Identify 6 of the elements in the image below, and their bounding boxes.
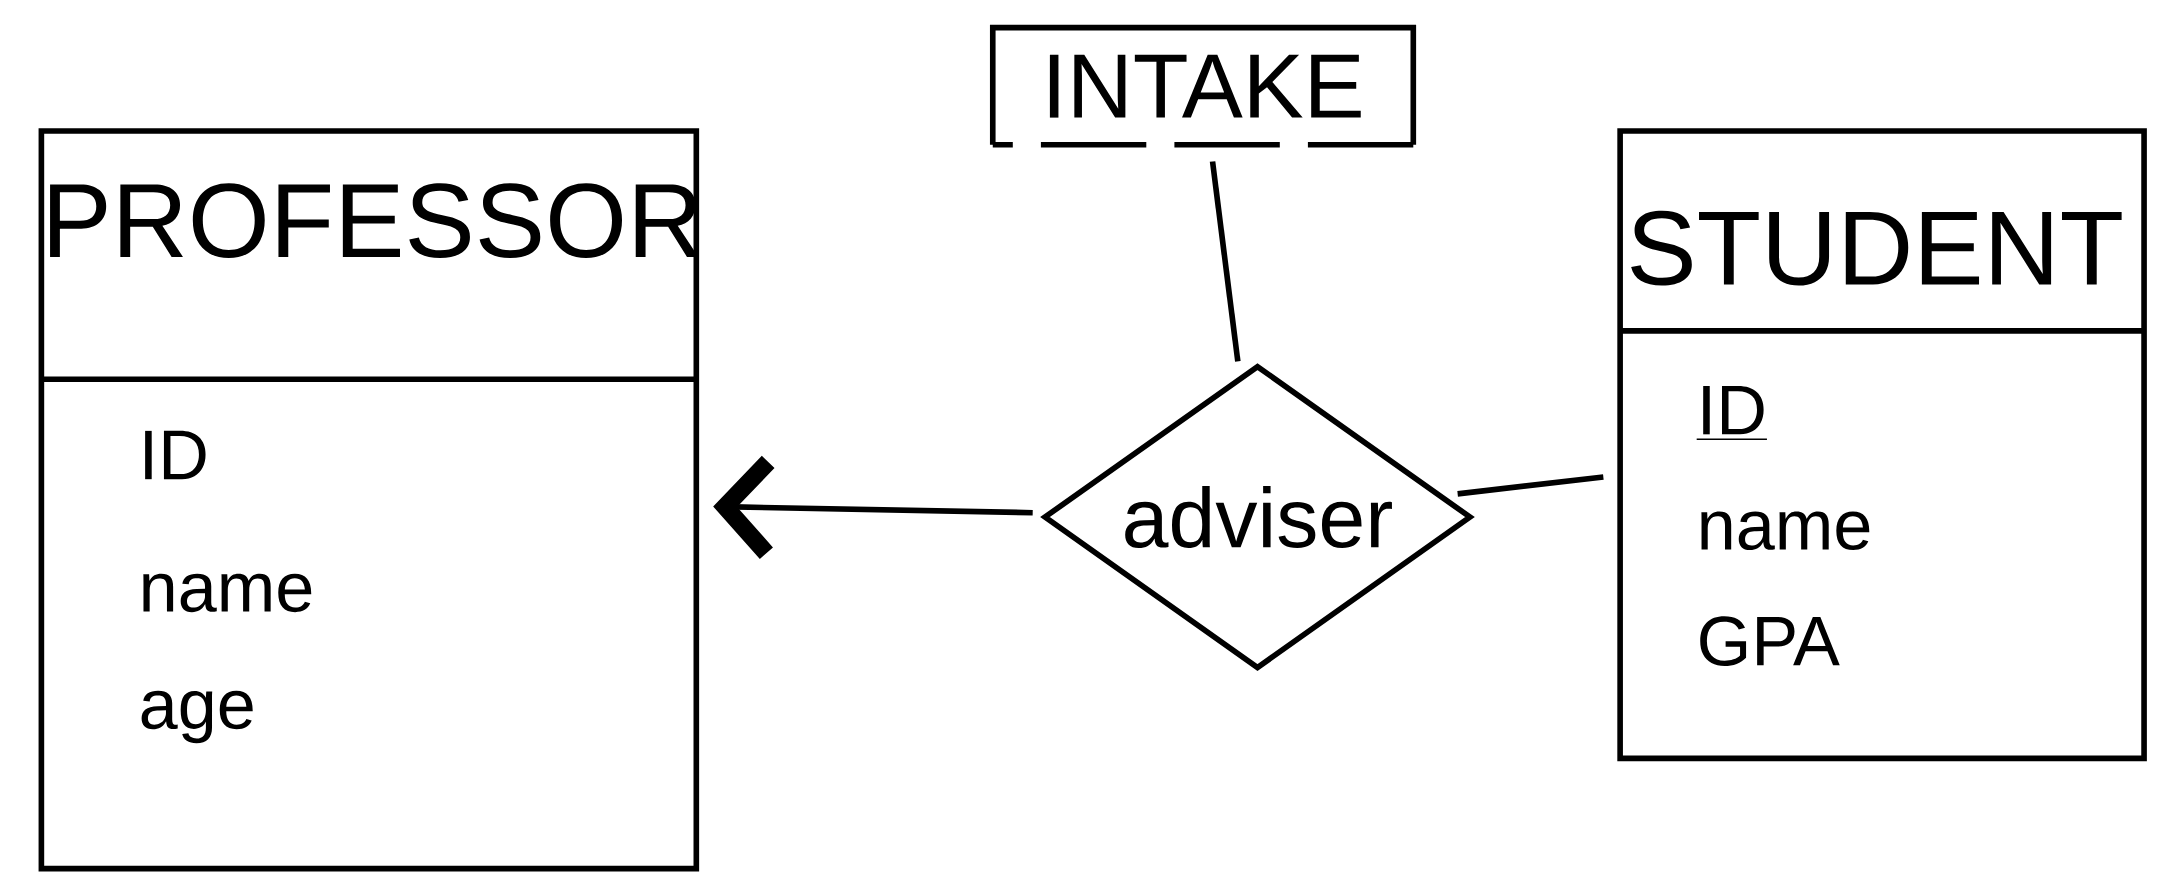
attribute-box: INTAKE [989,25,1417,148]
connector-line [1457,474,1604,497]
entity-box: PROFESSOR ID name age [38,128,700,872]
arrow [713,456,1033,560]
connector-line [1209,161,1241,363]
entity-box: STUDENT ID name GPA [1617,128,2147,762]
